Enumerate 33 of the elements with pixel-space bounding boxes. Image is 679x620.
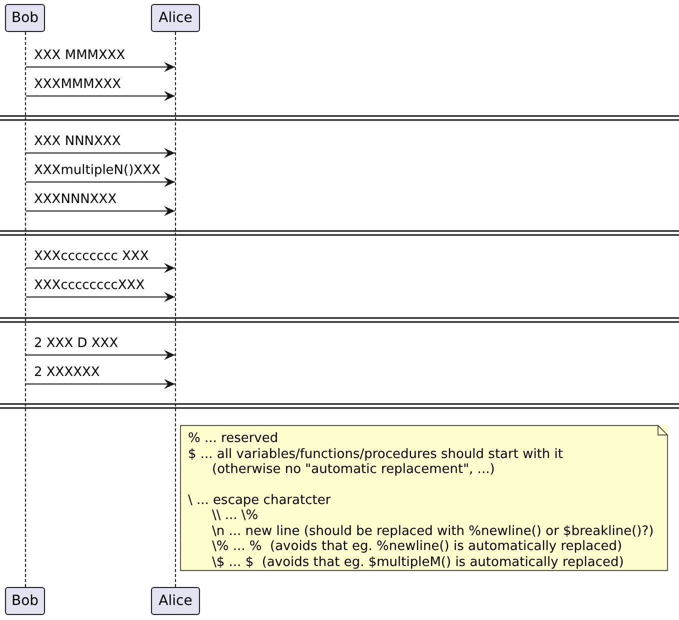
message-label: 2 XXXXXX: [34, 365, 100, 380]
message-arrow: [26, 91, 176, 101]
note-text: \n ... new line (should be replaced with %newline() or $breakline()?): [211, 524, 655, 539]
note-text: \$ ... $ (avoids that eg. $multipleM() is automatically replaced): [211, 554, 625, 570]
message-label: XXXmultipleN()XXX: [34, 163, 160, 178]
message-arrow: [26, 263, 176, 273]
note-text: \\ ... \%: [211, 508, 260, 524]
participant-box: Alice: [151, 587, 200, 615]
lifeline: [175, 32, 176, 587]
message-arrow: [26, 177, 176, 187]
note-text: (otherwise no "automatic replacement", ...): [211, 462, 496, 478]
message-label: XXXMMMXXX: [34, 77, 122, 92]
lifeline: [25, 32, 26, 587]
participant-box: Bob: [5, 4, 45, 32]
message-label: XXX MMMXXX: [34, 48, 126, 63]
message-arrow: [26, 292, 176, 302]
participant-box: Alice: [151, 4, 200, 32]
note-text: \% ... % (avoids that eg. %newline() is automatically replaced): [211, 539, 624, 554]
note-text: $ ... all variables/functions/procedures should start with it: [188, 446, 564, 462]
note: [180, 425, 668, 571]
note-text: \ ... escape charatcter: [188, 492, 332, 508]
participant-box: Bob: [5, 587, 45, 615]
message-label: XXXccccccccXXX: [34, 278, 145, 293]
message-label: 2 XXX D XXX: [34, 336, 118, 351]
note-text: % ... reserved: [188, 431, 280, 446]
message-arrow: [26, 148, 176, 158]
message-arrow: [26, 206, 176, 216]
message-arrow: [26, 350, 176, 360]
message-arrow: [26, 379, 176, 389]
message-label: XXXNNNXXX: [34, 192, 117, 207]
message-arrow: [26, 62, 176, 72]
message-label: XXX NNNXXX: [34, 134, 121, 149]
message-label: XXXcccccccc XXX: [34, 249, 149, 264]
